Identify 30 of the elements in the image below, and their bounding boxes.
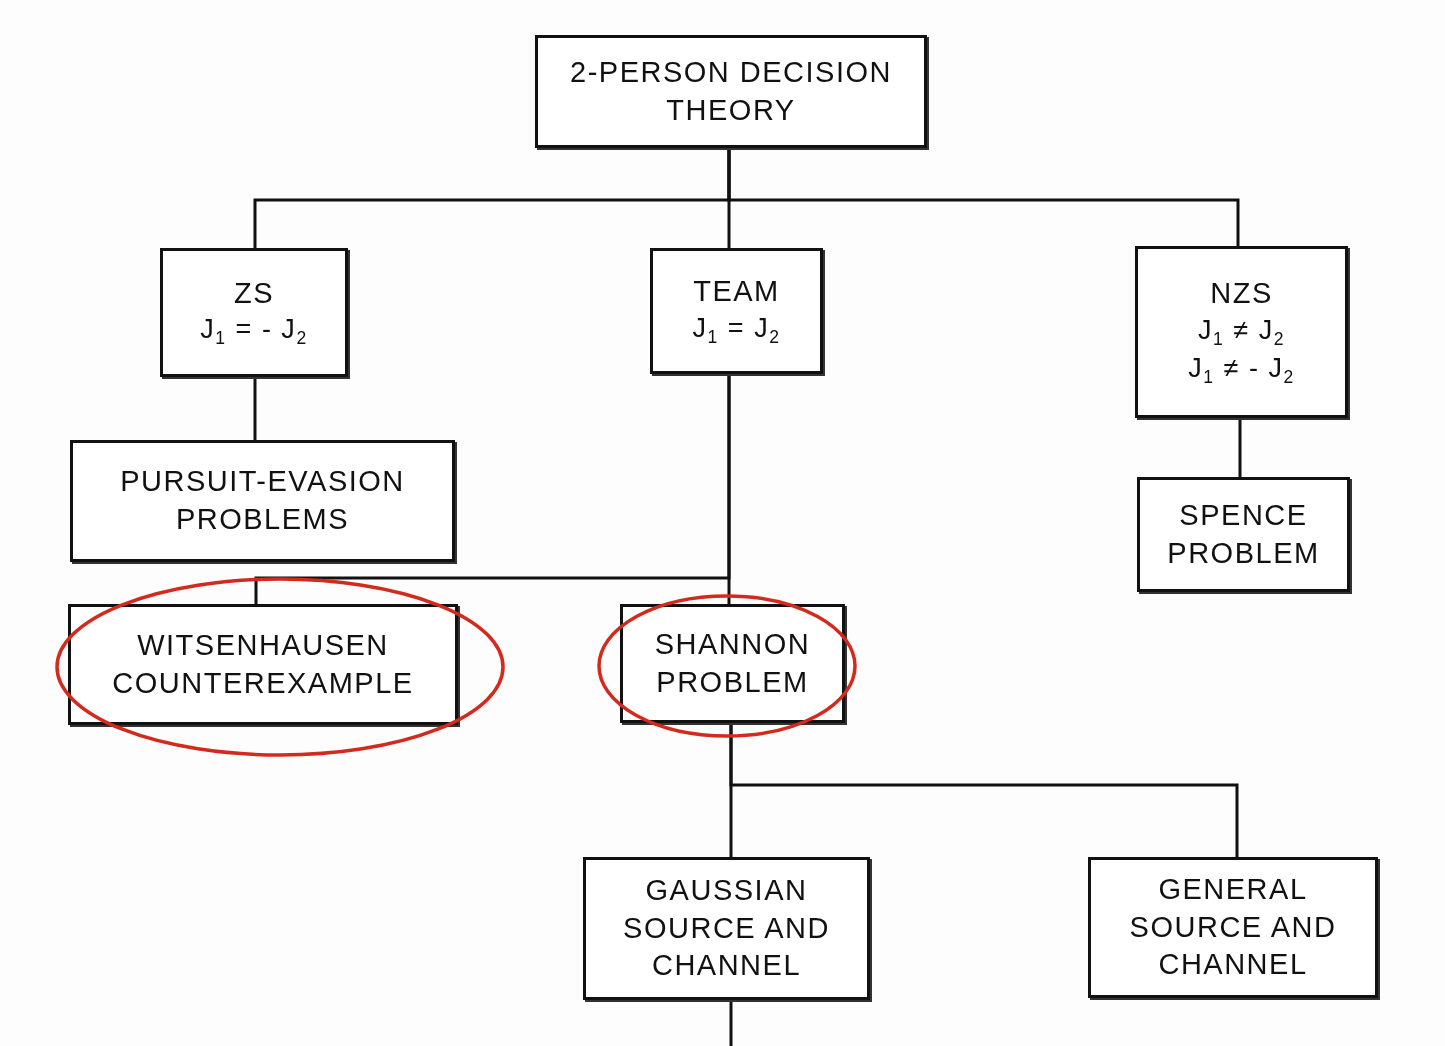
box-title: SPENCE PROBLEM (1166, 497, 1321, 571)
process-box (1135, 246, 1348, 418)
box-title: WITSENHAUSEN COUNTEREXAMPLE (111, 627, 415, 701)
formula-text: J$_{1}$ ≠ J$_{2}$ (1198, 313, 1285, 351)
process-box (535, 35, 927, 148)
formula-text: J$_{1}$ = - J$_{2}$ (200, 313, 308, 351)
box-title: NZS (1210, 275, 1273, 311)
connector-line (1238, 418, 1242, 477)
box-title: SHANNON PROBLEM (653, 626, 812, 700)
formula-text: J$_{1}$ ≠ - J$_{2}$ (1188, 351, 1295, 390)
process-box (160, 248, 348, 377)
connector-line (253, 377, 257, 440)
connector-line (254, 374, 731, 604)
box-title: GAUSSIAN SOURCE AND CHANNEL (622, 872, 831, 984)
process-box (583, 857, 870, 1000)
box-title: PURSUIT-EVASION PROBLEMS (119, 464, 406, 537)
box-title: GENERAL SOURCE AND CHANNEL (1128, 871, 1338, 983)
connector-line (727, 148, 1240, 246)
process-box (650, 248, 823, 374)
formula-text: J$_{1}$ = J$_{2}$ (692, 311, 781, 349)
process-box (70, 440, 455, 562)
process-box (1088, 857, 1378, 998)
process-box (68, 604, 458, 725)
process-box (1137, 477, 1350, 592)
box-title: TEAM (693, 274, 780, 310)
connector-line (729, 723, 1239, 857)
connector-line (729, 1000, 733, 1046)
process-box (620, 604, 845, 723)
box-title: 2-PERSON DECISION THEORY (569, 54, 893, 128)
box-title: ZS (233, 275, 275, 311)
